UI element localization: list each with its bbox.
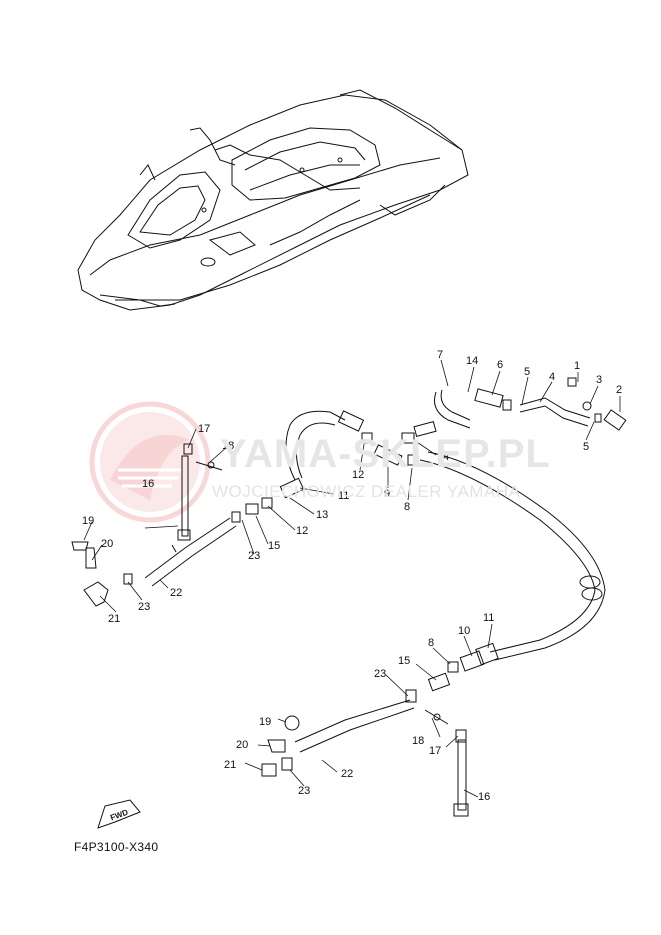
watermark-logo bbox=[89, 401, 211, 523]
callout-23-upper-left: 23 bbox=[138, 601, 150, 613]
callout-2: 2 bbox=[616, 384, 622, 396]
callout-12-lower: 12 bbox=[296, 525, 308, 537]
callout-1: 1 bbox=[574, 360, 580, 372]
callout-7: 7 bbox=[437, 349, 443, 361]
watermark-title: YAMA-SKLEP.PL bbox=[220, 432, 551, 476]
callout-18-lower: 18 bbox=[412, 735, 424, 747]
callout-14-lower: 14 bbox=[437, 451, 449, 463]
callout-21-upper: 21 bbox=[108, 613, 120, 625]
callout-3: 3 bbox=[596, 374, 602, 386]
callout-10: 10 bbox=[458, 625, 470, 637]
callout-8-lower: 8 bbox=[428, 637, 434, 649]
callout-11-upper: 11 bbox=[338, 490, 349, 502]
leader-lines bbox=[83, 359, 621, 798]
callout-5-upper: 5 bbox=[524, 366, 530, 378]
lower-hose-assembly bbox=[261, 642, 499, 817]
callout-8-upper: 8 bbox=[404, 501, 410, 513]
callout-18-upper: 18 bbox=[222, 440, 234, 452]
callout-23-lower-left: 23 bbox=[298, 785, 310, 797]
callout-6: 6 bbox=[497, 359, 503, 371]
callout-19-upper: 19 bbox=[82, 515, 94, 527]
callout-12-upper: 12 bbox=[352, 469, 364, 481]
diagram-code: F4P3100-X340 bbox=[74, 840, 159, 854]
callout-17-upper: 17 bbox=[198, 423, 210, 435]
callout-16-upper: 16 bbox=[142, 478, 154, 490]
callout-19-lower: 19 bbox=[259, 716, 271, 728]
callout-4: 4 bbox=[549, 371, 555, 383]
callout-5-right: 5 bbox=[583, 441, 589, 453]
callout-23-upper-right: 23 bbox=[248, 550, 260, 562]
callout-22-lower: 22 bbox=[341, 768, 353, 780]
callout-13: 13 bbox=[316, 509, 328, 521]
callout-20-lower: 20 bbox=[236, 739, 248, 751]
callout-9: 9 bbox=[384, 488, 390, 500]
callout-11-lower: 11 bbox=[483, 612, 494, 624]
callout-17-lower: 17 bbox=[429, 745, 441, 757]
watermark-subtitle: WOJCIECHOWICZ DEALER YAMAHA bbox=[212, 482, 521, 501]
callout-21-lower: 21 bbox=[224, 759, 236, 771]
callout-15-lower: 15 bbox=[398, 655, 410, 667]
fwd-arrow-icon: FWD bbox=[97, 799, 141, 829]
callout-20-upper: 20 bbox=[101, 538, 113, 550]
callout-14-upper: 14 bbox=[466, 355, 478, 367]
callout-15-upper: 15 bbox=[268, 540, 280, 552]
watercraft-outline bbox=[77, 89, 469, 311]
callout-16-lower: 16 bbox=[478, 791, 490, 803]
callout-labels: 1 2 3 4 5 5 6 7 8 8 9 10 11 11 12 12 13 … bbox=[82, 349, 622, 803]
callout-22-upper: 22 bbox=[170, 587, 182, 599]
upper-hose-assembly bbox=[71, 377, 627, 661]
callout-23-lower-right: 23 bbox=[374, 668, 386, 680]
